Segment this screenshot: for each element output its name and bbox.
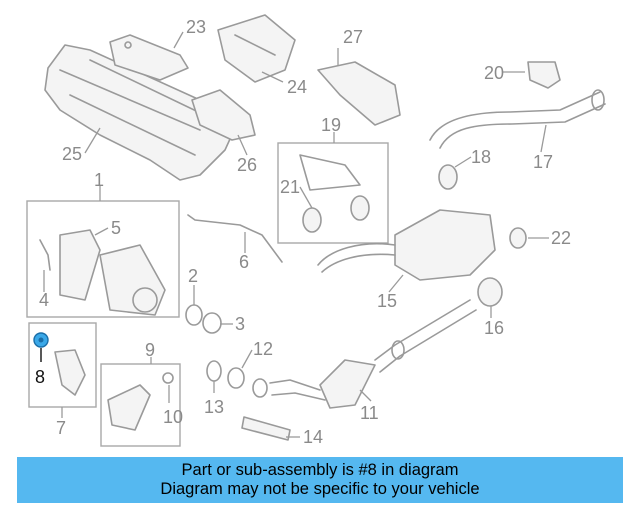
pipe-6 xyxy=(187,214,283,263)
tail-pipe-17 xyxy=(429,89,606,149)
heat-shield-25 xyxy=(44,44,236,181)
callout-13: 13 xyxy=(204,397,224,417)
heat-shield-27 xyxy=(317,61,401,126)
catalytic-converter-5 xyxy=(59,229,166,316)
bracket-14 xyxy=(241,416,291,441)
leader-lines xyxy=(40,31,549,438)
bracket-9 xyxy=(107,372,174,431)
callout-24: 24 xyxy=(287,77,307,97)
hanger-21 xyxy=(299,154,370,233)
exhaust-parts-diagram: 23 24 27 25 26 20 17 18 19 21 22 15 16 6… xyxy=(26,14,606,447)
callout-labels: 23 24 27 25 26 20 17 18 19 21 22 15 16 6… xyxy=(35,17,571,447)
muffler-15 xyxy=(317,209,496,281)
sensor-4 xyxy=(39,239,51,271)
callout-12: 12 xyxy=(253,339,273,359)
group-box-9 xyxy=(100,363,181,447)
callout-16: 16 xyxy=(484,318,504,338)
callout-2: 2 xyxy=(188,266,198,286)
gasket-12 xyxy=(227,367,245,389)
bolt-8 xyxy=(33,332,49,348)
heat-shield-24 xyxy=(217,14,296,83)
heat-shield-26 xyxy=(191,89,256,141)
group-box-1 xyxy=(26,200,180,318)
callout-25: 25 xyxy=(62,144,82,164)
group-box-19 xyxy=(277,142,389,244)
banner-line-1: Part or sub-assembly is #8 in diagram xyxy=(181,461,459,479)
bracket-23 xyxy=(109,34,189,81)
callout-23: 23 xyxy=(186,17,206,37)
callout-21: 21 xyxy=(280,177,300,197)
banner-line-2: Diagram may not be specific to your vehi… xyxy=(160,480,480,498)
callout-20: 20 xyxy=(484,63,504,83)
clamp-3 xyxy=(202,312,222,334)
gasket-2 xyxy=(185,304,203,326)
callout-1: 1 xyxy=(94,170,104,190)
hanger-20 xyxy=(527,61,561,89)
callout-17: 17 xyxy=(533,152,553,172)
callout-10: 10 xyxy=(163,407,183,427)
callout-14: 14 xyxy=(303,427,323,447)
clamp-18 xyxy=(438,164,458,190)
callout-4: 4 xyxy=(39,290,49,310)
callout-27: 27 xyxy=(343,27,363,47)
callout-6: 6 xyxy=(239,252,249,272)
callout-18: 18 xyxy=(471,147,491,167)
callout-9: 9 xyxy=(145,340,155,360)
callout-15: 15 xyxy=(377,291,397,311)
front-pipe-11 xyxy=(252,299,477,409)
callout-22: 22 xyxy=(551,228,571,248)
info-banner: Part or sub-assembly is #8 in diagram Di… xyxy=(17,457,623,503)
bracket-7 xyxy=(54,349,86,396)
ring-13 xyxy=(206,360,222,382)
callout-19: 19 xyxy=(321,115,341,135)
callout-8: 8 xyxy=(35,367,45,387)
callout-7: 7 xyxy=(56,418,66,438)
clamp-16 xyxy=(477,277,503,307)
callout-5: 5 xyxy=(111,218,121,238)
callout-3: 3 xyxy=(235,314,245,334)
callout-26: 26 xyxy=(237,155,257,175)
callout-11: 11 xyxy=(360,403,379,423)
grommet-22 xyxy=(509,227,527,249)
